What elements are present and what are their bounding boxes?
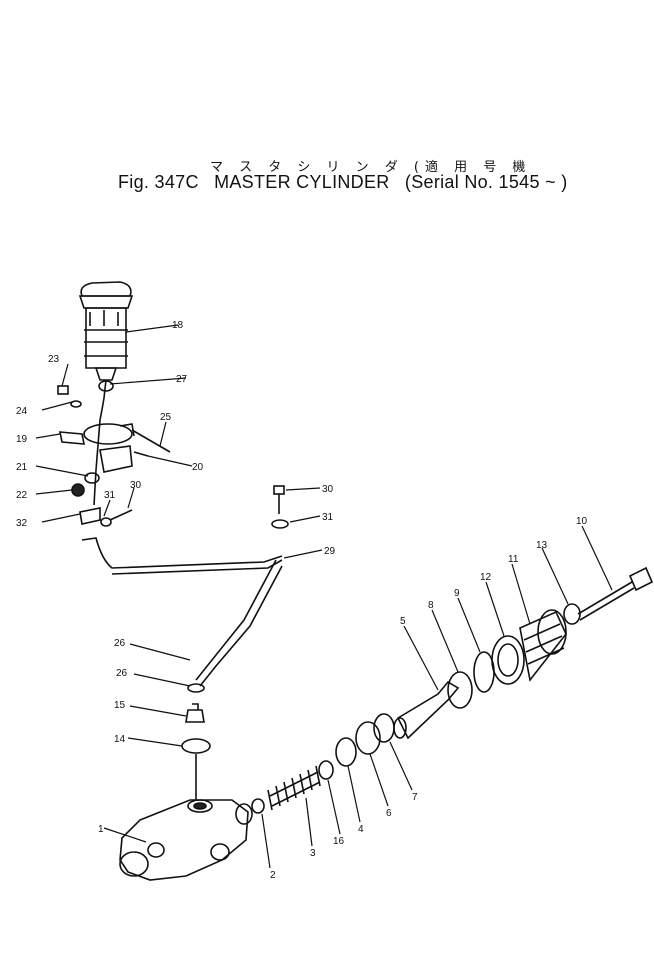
serial-range: (Serial No. 1545 ~ ) [404, 172, 568, 192]
callout-13: 13 [536, 540, 548, 551]
callout-30-left: 30 [130, 480, 142, 491]
mounting-clamp [59, 423, 135, 445]
callout-18: 18 [172, 320, 184, 331]
callout-6: 6 [386, 808, 392, 819]
bracket-20 [99, 445, 133, 473]
plate-8 [447, 671, 473, 709]
bolt-20 [133, 451, 149, 457]
reservoir-tank [78, 281, 134, 381]
spring-seat-16 [318, 760, 334, 780]
nut-22 [71, 483, 85, 497]
callout-25: 25 [160, 412, 172, 423]
ring-9 [473, 651, 495, 693]
figure-title: Fig. 347C MASTER CYLINDER (Serial No. 15… [118, 172, 577, 193]
piston-cup-4 [335, 737, 357, 767]
callout-20: 20 [192, 462, 204, 473]
bolt-30-left [109, 509, 133, 521]
brake-pipe [81, 537, 283, 575]
callout-14: 14 [114, 734, 126, 745]
callout-7: 7 [412, 792, 418, 803]
clamp-32 [79, 507, 101, 525]
washer-31-left [100, 517, 112, 527]
return-spring-3 [267, 765, 321, 811]
piston-6 [355, 721, 381, 755]
callout-30-right: 30 [322, 484, 334, 495]
callout-31-right: 31 [322, 512, 334, 523]
brake-pipe-drop [195, 559, 283, 687]
callout-9: 9 [454, 588, 460, 599]
figure-name: MASTER CYLINDER [214, 172, 390, 192]
gasket-26 [187, 683, 205, 693]
callout-23: 23 [48, 354, 60, 365]
callout-32: 32 [16, 518, 28, 529]
callout-5: 5 [400, 616, 406, 627]
callout-26-upper: 26 [114, 638, 126, 649]
bolt-25 [131, 429, 171, 453]
seal-12 [491, 635, 525, 685]
callout-29: 29 [324, 546, 336, 557]
nut-13 [563, 603, 581, 625]
callout-16: 16 [333, 836, 345, 847]
callout-12: 12 [480, 572, 492, 583]
callout-31-left: 31 [104, 490, 116, 501]
callout-15: 15 [114, 700, 126, 711]
o-ring-14 [181, 738, 211, 754]
callout-1: 1 [98, 824, 104, 835]
callout-19: 19 [16, 434, 28, 445]
clamp-27 [98, 380, 114, 392]
callout-24: 24 [16, 406, 28, 417]
callout-26-lower: 26 [116, 668, 128, 679]
callout-21: 21 [16, 462, 28, 473]
callout-27: 27 [176, 374, 188, 385]
figure-number: Fig. 347C [118, 172, 199, 192]
master-cylinder-body [119, 799, 253, 881]
nut-23 [57, 385, 69, 395]
callout-10: 10 [576, 516, 588, 527]
washer-31-right [271, 519, 289, 529]
washer-24 [70, 400, 82, 408]
boot-5 [393, 680, 460, 740]
callout-4: 4 [358, 824, 364, 835]
callout-2: 2 [270, 870, 276, 881]
push-rod-10 [577, 566, 654, 621]
callout-3: 3 [310, 848, 316, 859]
connector-15 [185, 703, 205, 723]
callout-8: 8 [428, 600, 434, 611]
callout-11: 11 [508, 554, 519, 565]
japanese-subtitle: マ ス タ シ リ ン ダ (適 用 号 機 [210, 160, 532, 175]
check-valve-2 [251, 798, 265, 814]
clip-21 [84, 472, 100, 484]
bolt-30-right-head [273, 485, 285, 495]
leader-lines [35, 324, 613, 869]
callout-22: 22 [16, 490, 28, 501]
boot-11 [519, 609, 567, 682]
reservoir-hose [93, 379, 107, 506]
